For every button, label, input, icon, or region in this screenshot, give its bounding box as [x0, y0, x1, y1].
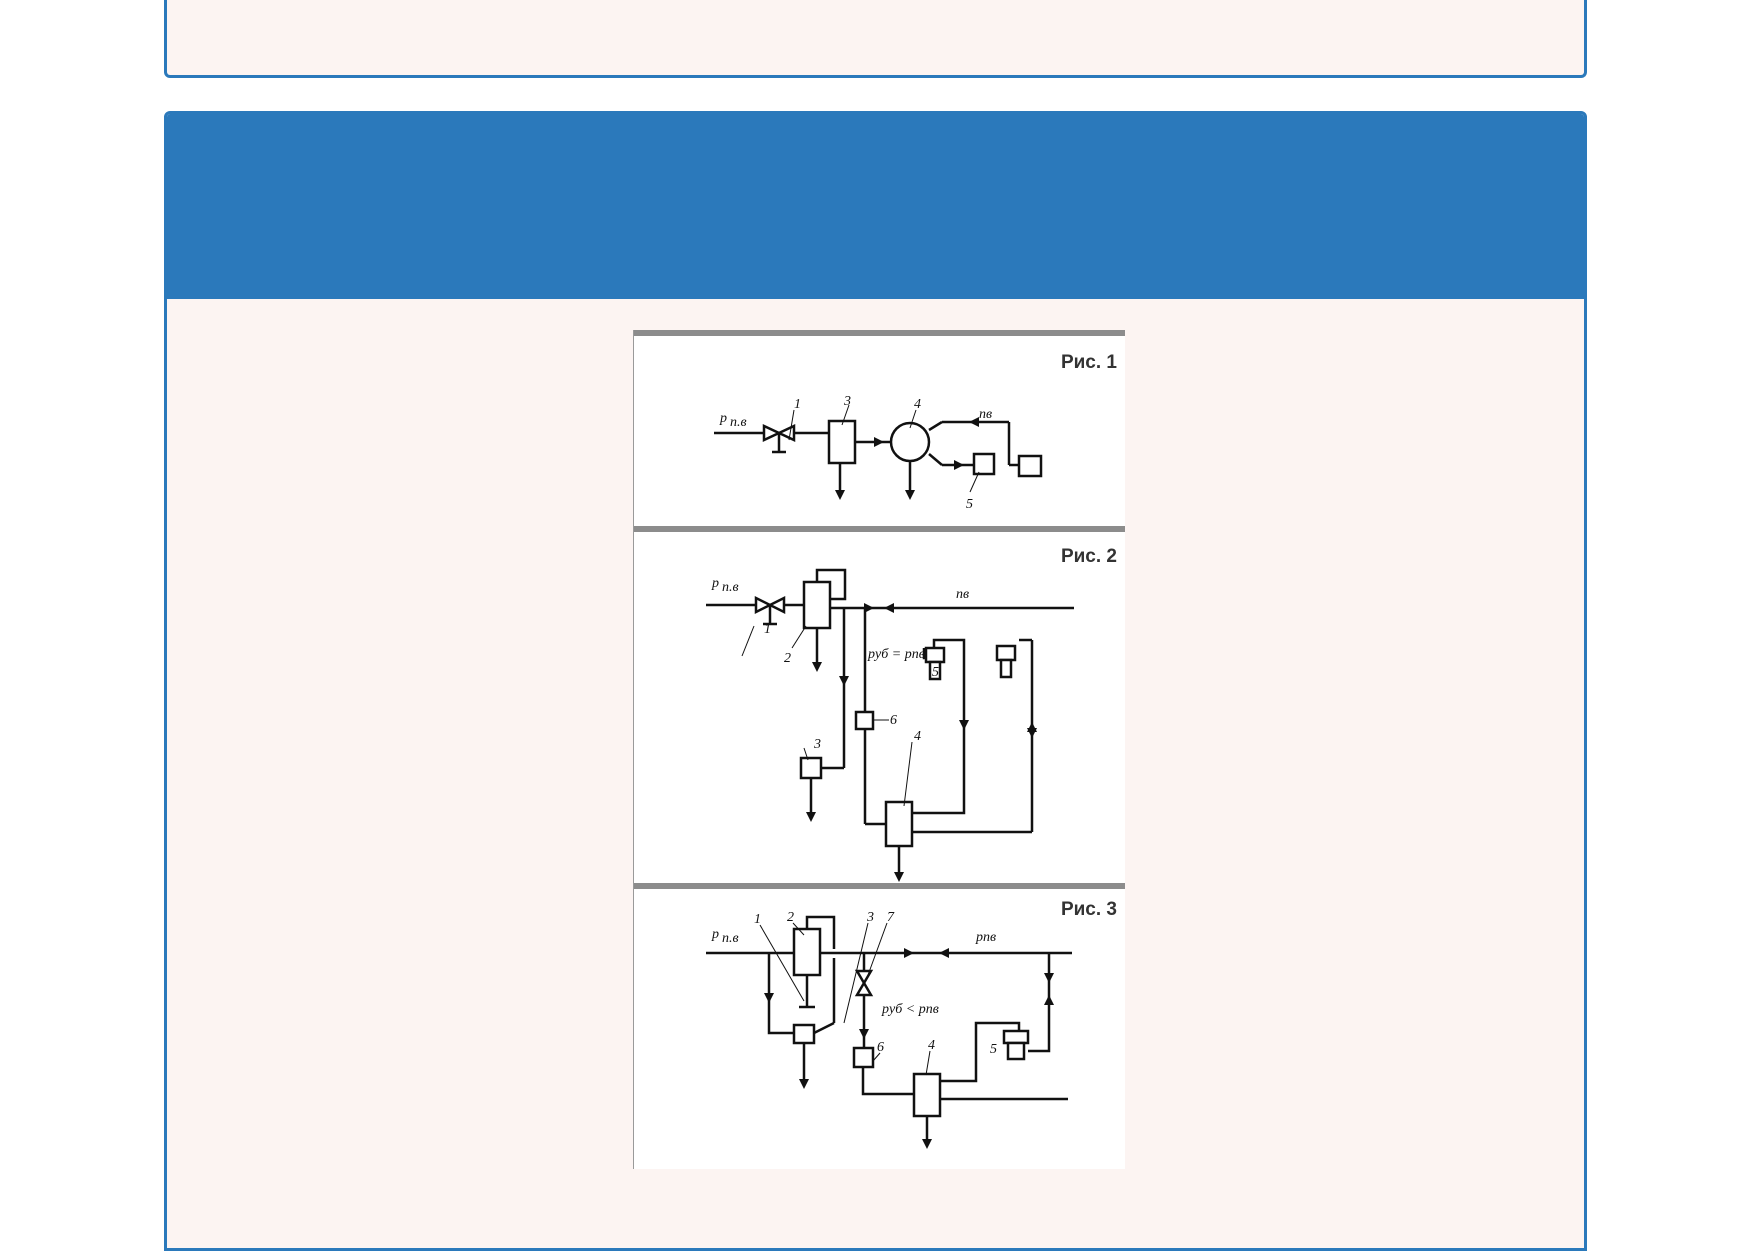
svg-text:6: 6 — [890, 713, 897, 728]
figure-3-diagram: p п.в 1 2 3 4 5 6 7 pпв pуб < pпв — [706, 910, 1072, 1149]
svg-text:5: 5 — [990, 1042, 997, 1057]
svg-text:пв: пв — [979, 407, 992, 422]
svg-text:3: 3 — [843, 394, 851, 409]
schematics-image: Рис. 1 — [633, 330, 1125, 1169]
svg-text:1: 1 — [794, 397, 801, 412]
svg-text:p: p — [711, 927, 719, 942]
svg-text:pуб = pпв: pуб = pпв — [867, 647, 925, 662]
svg-text:п.в: п.в — [730, 415, 747, 430]
panel-header — [167, 114, 1584, 299]
figure-1-diagram: p п.в 1 3 4 5 пв — [714, 394, 1043, 512]
fig1-p-label: p — [719, 411, 727, 426]
svg-text:5: 5 — [966, 497, 973, 512]
svg-text:pпв: pпв — [975, 930, 996, 945]
svg-text:4: 4 — [914, 729, 921, 744]
svg-text:3: 3 — [866, 910, 874, 925]
figure-2-label: Рис. 2 — [1060, 546, 1117, 567]
figure-1-label: Рис. 1 — [1060, 352, 1117, 373]
svg-text:4: 4 — [928, 1038, 935, 1053]
content-panel: Рис. 1 — [164, 111, 1587, 1251]
svg-text:7: 7 — [887, 910, 895, 925]
svg-text:pуб < pпв: pуб < pпв — [881, 1002, 939, 1017]
figure-2: Рис. 2 — [633, 526, 1125, 883]
svg-text:4: 4 — [914, 397, 921, 412]
svg-text:2: 2 — [787, 910, 794, 925]
figure-2-diagram: p п.в 1 2 3 4 5 6 пв pуб = pпв — [706, 568, 1074, 882]
svg-text:p: p — [711, 576, 719, 591]
figure-3: Рис. 3 — [633, 883, 1125, 1169]
figure-1: Рис. 1 — [633, 330, 1125, 526]
svg-text:пв: пв — [956, 587, 969, 602]
figure-divider — [634, 330, 1125, 336]
top-panel — [164, 0, 1587, 78]
svg-text:1: 1 — [754, 912, 761, 927]
figure-divider — [634, 526, 1125, 532]
svg-text:1: 1 — [764, 622, 771, 637]
svg-text:п.в: п.в — [722, 580, 739, 595]
svg-text:п.в: п.в — [722, 931, 739, 946]
svg-text:6: 6 — [877, 1040, 884, 1055]
svg-text:3: 3 — [813, 737, 821, 752]
svg-text:2: 2 — [784, 651, 791, 666]
figure-3-label: Рис. 3 — [1060, 899, 1117, 920]
figure-divider — [634, 883, 1125, 889]
svg-text:5: 5 — [932, 665, 939, 680]
